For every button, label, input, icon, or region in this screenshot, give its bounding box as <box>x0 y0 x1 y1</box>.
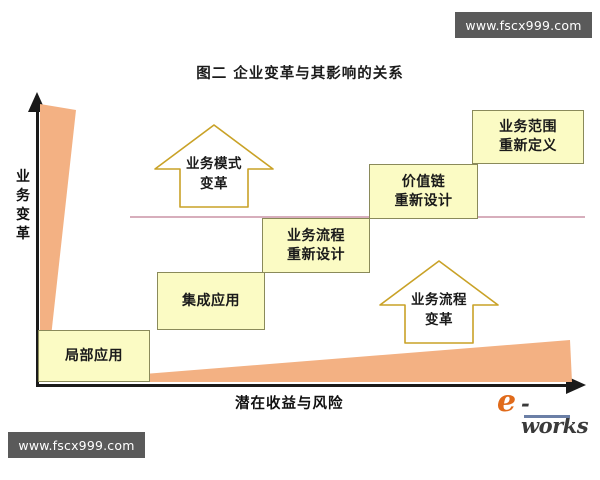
step-box-business-scope-redefinition[interactable]: 业务范围 重新定义 <box>472 110 584 164</box>
step-box-line2: 重新设计 <box>287 246 345 263</box>
y-axis-line <box>36 108 39 386</box>
watermark-bottom: www.fscx999.com <box>8 432 145 458</box>
step-box-line1: 集成应用 <box>182 292 240 309</box>
eworks-logo-mark: e <box>497 384 517 419</box>
step-box-integrated-application[interactable]: 集成应用 <box>157 272 265 330</box>
up-arrow-icon <box>379 260 499 344</box>
eworks-logo-underbar <box>524 415 570 418</box>
watermark-top: www.fscx999.com <box>455 12 592 38</box>
arrow-callout-business-process-change[interactable]: 业务流程 变革 <box>377 258 501 346</box>
step-box-line1: 价值链 <box>401 173 446 190</box>
y-axis-label: 业务变革 <box>16 169 30 242</box>
eworks-logo-word: -works <box>521 391 589 438</box>
step-box-line1: 局部应用 <box>65 347 123 364</box>
step-box-line1: 业务范围 <box>499 119 557 135</box>
arrow-callout-business-model-change[interactable]: 业务模式 变革 <box>152 122 276 210</box>
step-box-value-chain-redesign[interactable]: 价值链 重新设计 <box>369 164 478 219</box>
step-box-line1: 业务流程 <box>287 227 345 244</box>
threshold-line <box>130 216 585 218</box>
x-axis-label: 潜在收益与风险 <box>235 396 344 412</box>
step-box-line2: 重新定义 <box>499 138 557 154</box>
step-box-local-application[interactable]: 局部应用 <box>38 330 150 382</box>
horizontal-growth-wedge <box>44 340 574 388</box>
step-box-process-redesign[interactable]: 业务流程 重新设计 <box>262 218 370 273</box>
step-box-line2: 重新设计 <box>394 192 453 209</box>
page-title: 图二 企业变革与其影响的关系 <box>196 66 404 82</box>
x-axis-line <box>36 384 570 387</box>
eworks-logo: e -works <box>497 384 593 437</box>
vertical-growth-wedge <box>40 104 78 350</box>
up-arrow-icon <box>154 124 274 208</box>
